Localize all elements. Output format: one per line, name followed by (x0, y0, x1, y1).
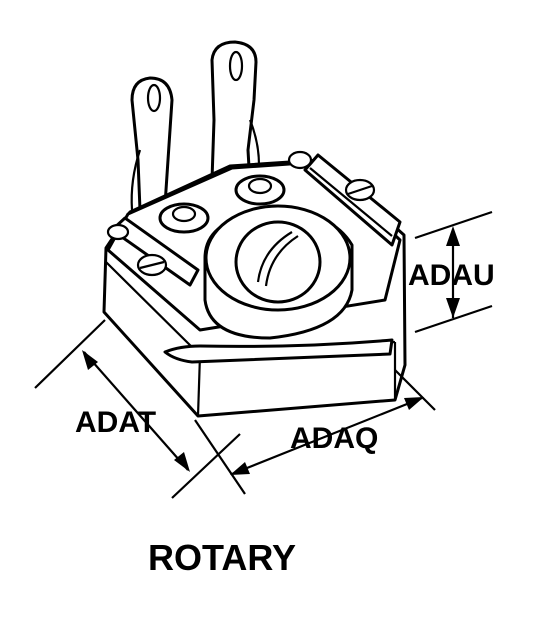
terminal-nut-right (234, 174, 286, 206)
terminal-nut-left (158, 202, 210, 234)
clamp-bracket-left (106, 216, 200, 287)
dimension-label-height: ADAU (408, 259, 495, 292)
shaft-collar (203, 204, 354, 340)
dimension-width-front (194, 369, 436, 495)
dimension-height-right (414, 210, 493, 334)
clamp-bracket-right (287, 150, 402, 247)
dimension-depth-left (34, 319, 241, 499)
part-caption: ROTARY (148, 537, 296, 578)
dimension-label-depth: ADAT (75, 406, 156, 439)
terminal-lug-right (210, 40, 261, 187)
terminal-lug-left (130, 76, 174, 212)
dimension-label-width: ADAQ (290, 422, 378, 455)
